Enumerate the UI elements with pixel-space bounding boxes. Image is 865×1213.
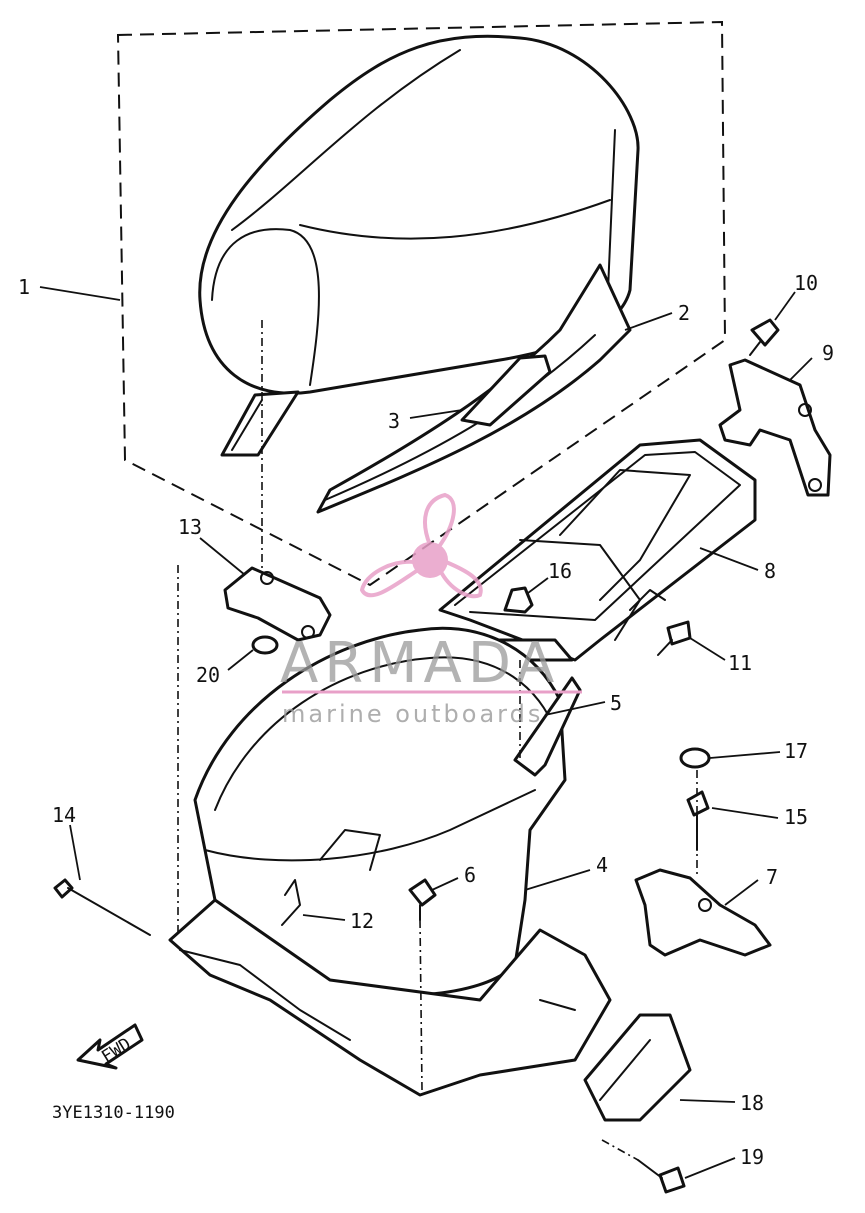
screw-part <box>658 1166 686 1194</box>
callout-9: 9 <box>822 341 834 365</box>
seat-lock-part <box>634 868 772 957</box>
long-bolt-part <box>53 878 74 899</box>
callout-6: 6 <box>464 863 476 887</box>
propeller-logo-icon <box>359 492 483 599</box>
callout-19: 19 <box>740 1145 764 1169</box>
seat-pad-part <box>460 354 552 427</box>
callout-7: 7 <box>766 865 778 889</box>
seat-group-boundary <box>116 20 727 587</box>
washer-part <box>679 747 711 769</box>
callout-11: 11 <box>728 651 752 675</box>
callout-1: 1 <box>18 275 30 299</box>
bolt-part <box>686 790 710 817</box>
callout-17: 17 <box>784 739 808 763</box>
callout-20: 20 <box>196 663 220 687</box>
bolt-part <box>750 318 780 347</box>
hinge-plate-part <box>223 566 332 642</box>
callout-2: 2 <box>678 301 690 325</box>
callout-8: 8 <box>764 559 776 583</box>
bracket-hole <box>798 403 812 417</box>
lock-hole <box>698 898 712 912</box>
storage-box-part <box>168 626 612 1097</box>
callout-16: 16 <box>548 559 572 583</box>
callout-10: 10 <box>794 271 818 295</box>
callout-4: 4 <box>596 853 608 877</box>
nut-part <box>503 586 534 614</box>
cover-part <box>583 1013 692 1122</box>
callout-15: 15 <box>784 805 808 829</box>
watermark-title: ARMADA <box>280 631 560 696</box>
callout-18: 18 <box>740 1091 764 1115</box>
watermark-subtitle: marine outboards <box>282 700 543 728</box>
callout-13: 13 <box>178 515 202 539</box>
washer-part <box>251 635 279 655</box>
seat-part <box>198 34 640 514</box>
drawing-code: 3YE1310-1190 <box>52 1103 175 1123</box>
callout-12: 12 <box>350 909 374 933</box>
plate-hole <box>301 625 315 639</box>
callout-5: 5 <box>610 691 622 715</box>
callout-3: 3 <box>388 409 400 433</box>
bracket-part <box>718 358 832 497</box>
callout-14: 14 <box>52 803 76 827</box>
plate-hole <box>260 571 274 585</box>
bracket-hole <box>808 478 822 492</box>
hook-part <box>281 879 301 926</box>
forward-arrow-icon: FWD <box>76 1023 144 1070</box>
screw-part <box>408 878 437 907</box>
